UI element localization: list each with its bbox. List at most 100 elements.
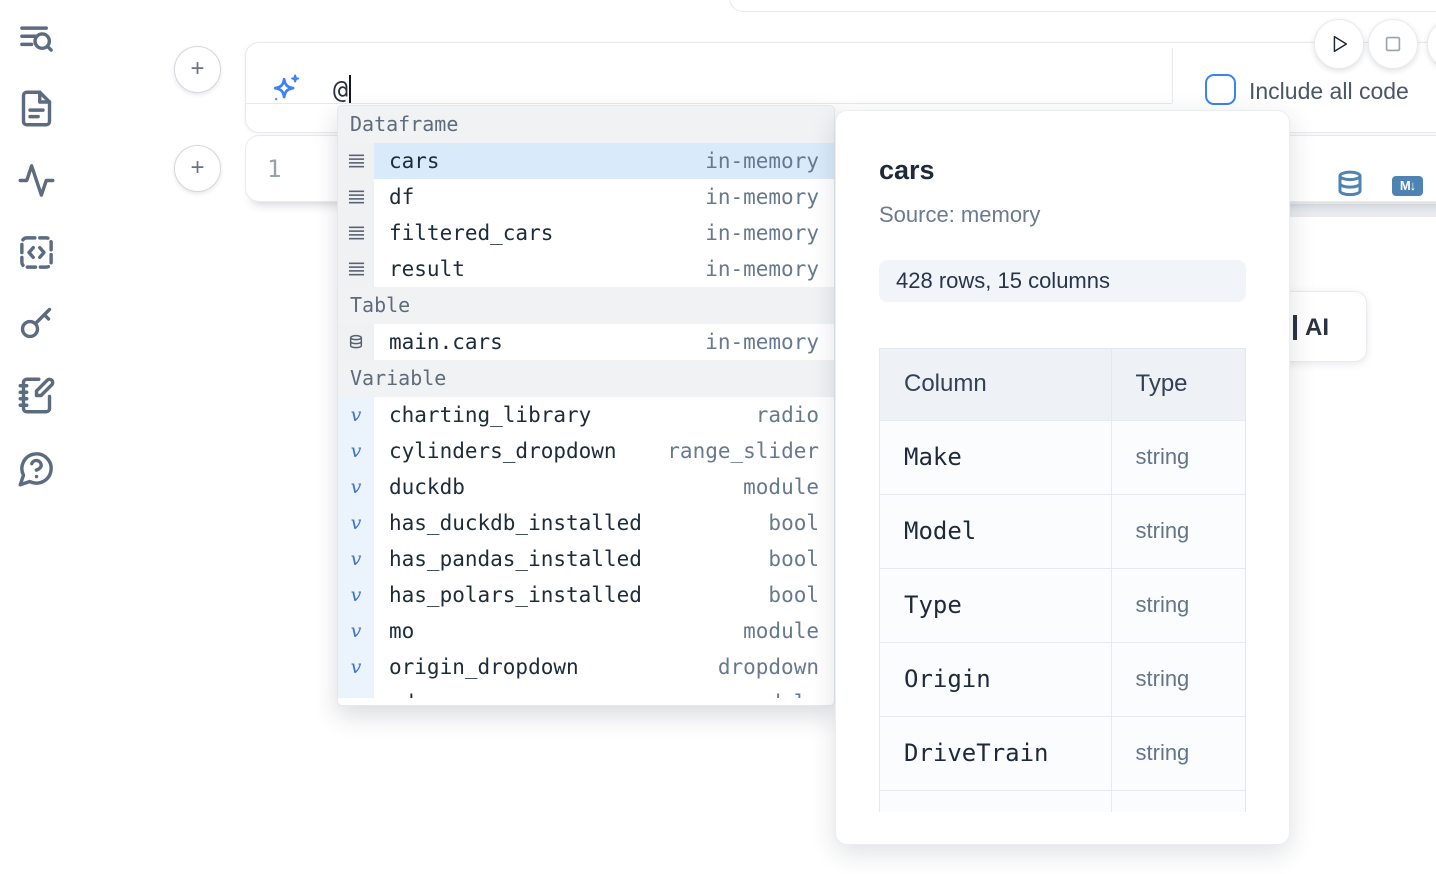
schema-table-row-partial [880,789,1245,812]
include-all-code-checkbox[interactable] [1205,74,1236,105]
item-kind-gutter: v [338,685,374,698]
item-name: pd [389,691,414,698]
item-type: module [743,475,819,499]
item-type: bool [768,583,819,607]
item-kind-gutter: v [338,215,374,251]
autocomplete-item[interactable]: v result in-memory [338,251,834,287]
item-kind-gutter: v [338,541,374,577]
rows-icon [348,262,364,276]
item-kind-gutter: v [338,613,374,649]
schema-table-row: Origin string [880,641,1245,716]
autocomplete-item[interactable]: v cylinders_dropdown range_slider [338,433,834,469]
item-body: cylinders_dropdown range_slider [374,433,834,469]
prompt-options-divider [1172,48,1173,103]
variable-icon: v [350,439,362,462]
autocomplete-item[interactable]: v has_duckdb_installed bool [338,505,834,541]
schema-column-type: string [1111,567,1245,642]
run-cell-button[interactable] [1314,19,1364,69]
file-document-icon[interactable] [17,89,56,128]
item-name: origin_dropdown [389,655,579,679]
schema-column-type [1111,789,1245,812]
variable-icon: v [350,619,362,642]
item-name: charting_library [389,403,592,427]
help-chat-icon[interactable] [17,449,56,488]
schema-table-wrap: Column Type Make string Model string Typ… [879,348,1246,812]
item-body: duckdb module [374,469,834,505]
item-name: result [389,257,465,281]
key-icon[interactable] [17,303,56,342]
column-header: Column [880,349,1112,420]
item-type: in-memory [705,257,819,281]
shape-badge: 428 rows, 15 columns [879,260,1246,302]
panel-title: cars [879,155,935,185]
markdown-icon[interactable]: M↓ [1392,176,1423,196]
item-name: has_polars_installed [389,583,642,607]
list-search-icon[interactable] [17,20,56,59]
code-block-icon[interactable] [17,233,56,272]
schema-column-name: Make [880,419,1112,494]
autocomplete-item[interactable]: v df in-memory [338,179,834,215]
item-body: df in-memory [374,179,834,215]
item-type: module [743,691,819,698]
item-body: has_polars_installed bool [374,577,834,613]
autocomplete-section-header: Variable [338,360,834,397]
line-number: 1 [267,155,282,183]
dataframe-detail-panel: cars Source: memory 428 rows, 15 columns… [835,110,1290,845]
item-type: range_slider [667,439,819,463]
autocomplete-item[interactable]: v duckdb module [338,469,834,505]
database-icon[interactable] [1335,169,1365,199]
item-type: in-memory [705,185,819,209]
schema-column-type: string [1111,641,1245,716]
schema-table-row: Make string [880,419,1245,494]
add-cell-button-bottom[interactable]: + [174,145,221,192]
ai-prompt-input[interactable]: @ [333,75,352,104]
autocomplete-section-header: Table [338,287,834,324]
item-kind-gutter: v [338,179,374,215]
item-type: radio [755,403,819,427]
notebook-pen-icon[interactable] [17,376,56,415]
variable-icon: v [350,547,362,570]
variable-icon: v [350,511,362,534]
variable-icon: v [350,403,362,426]
item-kind-gutter: v [338,649,374,685]
item-kind-gutter: v [338,433,374,469]
variable-icon: v [350,583,362,606]
text-cursor [349,75,352,103]
item-name: has_pandas_installed [389,547,642,571]
schema-column-name: Origin [880,641,1112,716]
schema-column-name [880,789,1112,812]
schema-column-name: Type [880,567,1112,642]
item-body: filtered_cars in-memory [374,215,834,251]
item-type: dropdown [717,655,819,679]
item-type: module [743,619,819,643]
autocomplete-item[interactable]: v main.cars in-memory [338,324,834,360]
item-name: has_duckdb_installed [389,511,642,535]
autocomplete-popup: Dataframe v cars in-memory v df in-memor… [337,105,835,706]
autocomplete-item[interactable]: v has_polars_installed bool [338,577,834,613]
variable-icon: v [351,693,362,698]
item-type: bool [768,547,819,571]
item-type: in-memory [705,149,819,173]
add-cell-button-top[interactable]: + [174,46,221,93]
autocomplete-item[interactable]: v filtered_cars in-memory [338,215,834,251]
item-type: bool [768,511,819,535]
autocomplete-item[interactable]: v charting_library radio [338,397,834,433]
stop-cell-button[interactable] [1368,19,1418,69]
autocomplete-list: Dataframe v cars in-memory v df in-memor… [338,106,834,698]
rows-icon [348,154,364,168]
autocomplete-item[interactable]: v cars in-memory [338,143,834,179]
item-name: main.cars [389,330,503,354]
schema-table-row: Type string [880,567,1245,642]
rows-icon [348,190,364,204]
item-kind-gutter: v [338,324,374,360]
autocomplete-item[interactable]: v mo module [338,613,834,649]
schema-column-type: string [1111,715,1245,790]
schema-table-row: Model string [880,493,1245,568]
item-kind-gutter: v [338,469,374,505]
autocomplete-item[interactable]: v has_pandas_installed bool [338,541,834,577]
autocomplete-item[interactable]: v origin_dropdown dropdown [338,649,834,685]
activity-icon[interactable] [17,161,56,200]
item-kind-gutter: v [338,505,374,541]
autocomplete-item[interactable]: v pd module [338,685,834,698]
rows-icon [348,226,364,240]
